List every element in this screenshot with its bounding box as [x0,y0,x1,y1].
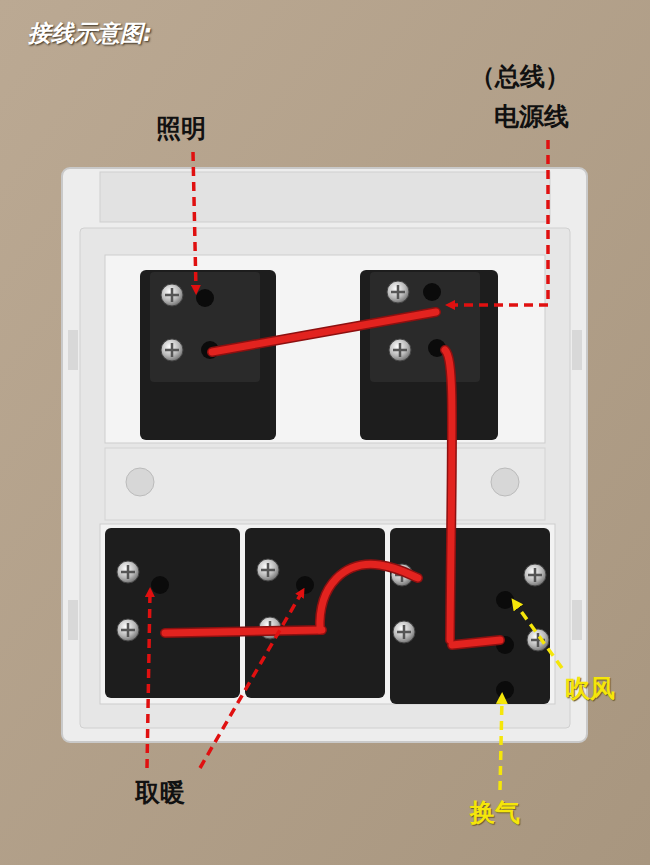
diagram-title: 接线示意图: [28,18,152,49]
wire-label: 电源线 [494,100,569,133]
terminal-label: 吹风 [565,672,615,705]
terminal-label: 照明 [156,112,206,145]
terminal-label: 取暖 [135,776,185,809]
terminal-label: 换气 [470,796,520,829]
wire-label: （总线） [470,60,570,93]
